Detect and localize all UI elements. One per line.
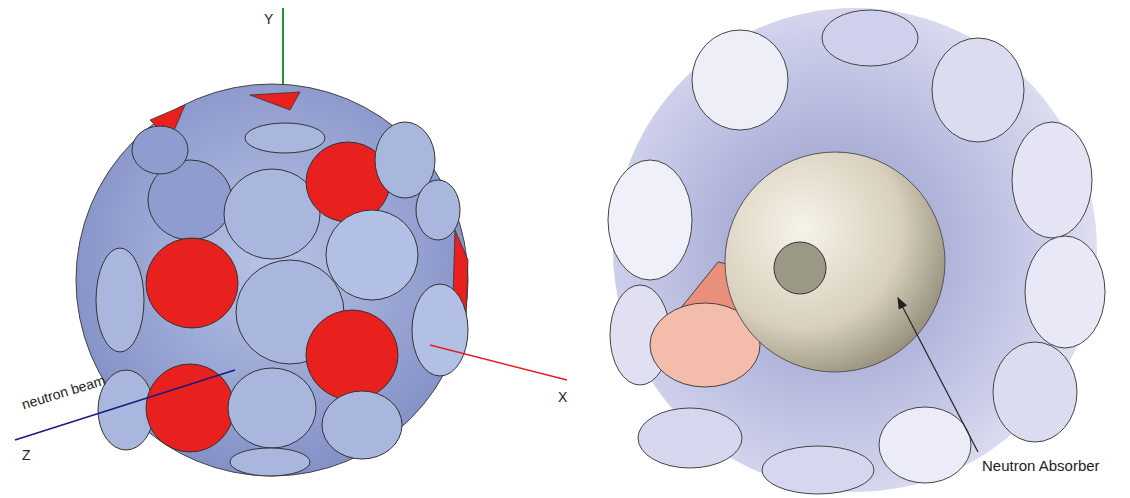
detector-faces	[96, 122, 468, 476]
detector-face	[322, 391, 402, 459]
detector-face	[1025, 236, 1105, 348]
part-label: Neutron Absorber	[982, 458, 1100, 475]
red-detector-side	[250, 92, 300, 110]
detector-face	[1012, 122, 1092, 238]
detector-face	[993, 342, 1077, 442]
red-detector-face	[306, 310, 398, 400]
detector-face	[822, 10, 918, 66]
cutaway-faces	[608, 10, 1105, 494]
axis-label: Y	[264, 12, 273, 27]
red-detector-face	[146, 364, 234, 452]
detector-face	[132, 126, 188, 174]
detector-face	[762, 446, 874, 494]
detector-face	[416, 180, 460, 240]
leader-line	[898, 298, 978, 452]
detector-face	[245, 123, 325, 153]
detector-face	[638, 408, 742, 468]
detector-face	[228, 368, 316, 448]
detector-face	[932, 38, 1024, 142]
beam-hole	[774, 242, 826, 294]
axis-label: X	[558, 390, 567, 405]
neutron-absorber	[725, 152, 945, 372]
detector-face	[608, 160, 692, 280]
beam-label: neutron beam	[20, 373, 107, 413]
x-axis	[430, 345, 567, 380]
detector-ball	[76, 84, 468, 476]
axis-label: Z	[22, 448, 31, 463]
z-axis	[15, 370, 235, 440]
detector-face	[96, 248, 144, 352]
red-detector-face	[146, 238, 238, 328]
detector-face	[692, 30, 788, 130]
detector-face	[326, 210, 418, 300]
detector-face	[879, 407, 971, 483]
detector-face	[412, 284, 468, 376]
detector-face	[230, 448, 310, 476]
